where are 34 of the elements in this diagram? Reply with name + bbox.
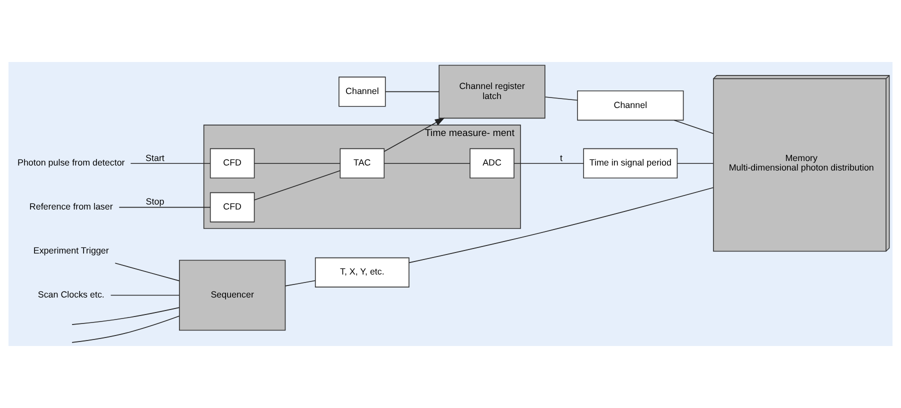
node-box: T, X, Y, etc. [314,257,410,288]
connector [130,162,210,164]
edge-label: Stop [146,196,164,207]
node-box: Sequencer [179,260,286,331]
node-box: ADC [470,148,514,178]
arrow [384,118,445,152]
node-text: Scan Clocks etc. [38,290,104,300]
connector [408,187,714,264]
node-text: Experiment Trigger [33,246,109,256]
edge-label: t [560,152,562,163]
connector [72,307,180,325]
connector [110,294,180,296]
connector [114,262,180,282]
node-box: Channel register latch [438,64,546,119]
node-box: Time in signal period [583,148,678,178]
connector [544,96,578,101]
node-box: TAC [340,148,385,178]
node-text: Reference from laser [29,202,113,212]
node-box: Channel [338,76,386,107]
connector [72,316,180,343]
connector [254,170,341,200]
connector [674,120,714,134]
connector [384,162,470,164]
node-box: Channel [577,90,684,121]
connector [118,206,211,208]
connector [284,280,316,286]
node-box: CFD [210,192,255,222]
node-box: CFD [210,148,255,178]
connector [514,162,584,164]
edge-label: Start [146,152,164,163]
connector [676,162,714,164]
connector [254,162,341,164]
node-text: Photon pulse from detector [17,158,125,168]
connector [385,91,440,92]
